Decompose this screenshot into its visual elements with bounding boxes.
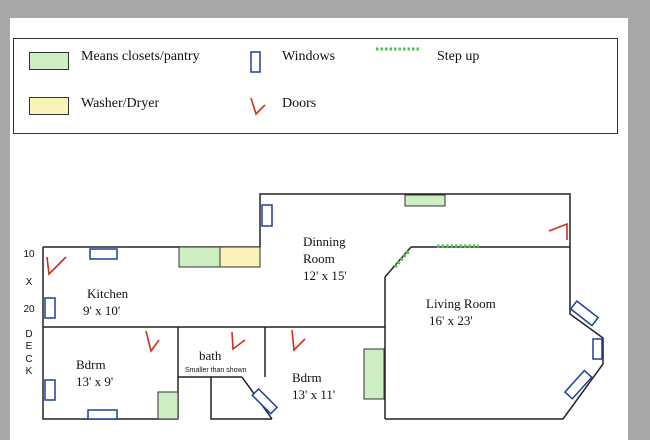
bdrm-left-size: 13' x 9' bbox=[76, 374, 114, 389]
legend-box: Means closets/pantry Windows Step up Was… bbox=[13, 38, 618, 134]
washer-dryer-legend-label: Washer/Dryer bbox=[81, 96, 160, 111]
window-bay-lower bbox=[563, 369, 593, 400]
dining-label-2: Room bbox=[303, 251, 335, 266]
closet-bdrm-mid bbox=[363, 348, 385, 400]
door-living bbox=[548, 222, 568, 240]
deck-size-b: 20 bbox=[23, 304, 35, 315]
washer-swatch bbox=[29, 97, 69, 115]
window-bdrm-left-bottom bbox=[87, 409, 118, 420]
deck-size-a: 10 bbox=[23, 249, 35, 260]
closet-swatch bbox=[29, 52, 69, 70]
window-bay-middle bbox=[592, 338, 603, 360]
step-up-legend-label: Step up bbox=[437, 49, 480, 64]
deck-letter-e: E bbox=[25, 341, 33, 352]
window-bdrm-mid bbox=[251, 387, 279, 415]
door-bdrm-mid bbox=[291, 329, 306, 352]
kitchen-size: 9' x 10' bbox=[83, 303, 121, 318]
step-up-markers bbox=[393, 244, 479, 268]
bdrm-mid-label: Bdrm bbox=[292, 370, 322, 385]
step-up-legend-icon bbox=[376, 47, 420, 51]
closet-dining-top bbox=[404, 194, 446, 207]
doors bbox=[46, 222, 568, 353]
living-room-size: 16' x 23' bbox=[429, 313, 473, 328]
frame-left bbox=[0, 0, 10, 440]
window-bdrm-left-side bbox=[44, 379, 56, 401]
bdrm-left-label: Bdrm bbox=[76, 357, 106, 372]
kitchen-label: Kitchen bbox=[87, 286, 129, 301]
dining-label-1: Dinning bbox=[303, 234, 346, 249]
frame-right bbox=[628, 0, 650, 440]
closet-bdrm-left bbox=[157, 391, 179, 420]
closet-kitchen bbox=[178, 246, 221, 268]
door-kitchen-entry bbox=[46, 256, 67, 276]
window-kitchen-top bbox=[89, 248, 118, 260]
closets-legend-label: Means closets/pantry bbox=[81, 49, 200, 64]
deck-letter-c: C bbox=[25, 354, 33, 365]
windows-legend-label: Windows bbox=[282, 49, 336, 64]
doors-legend-label: Doors bbox=[282, 96, 317, 111]
deck-size-x: X bbox=[25, 277, 33, 288]
window-kitchen-left bbox=[44, 297, 56, 319]
window-legend-icon bbox=[250, 51, 261, 73]
door-bath bbox=[231, 331, 246, 351]
window-bay-upper bbox=[569, 300, 600, 327]
windows bbox=[44, 204, 603, 420]
window-dining bbox=[261, 204, 273, 227]
bath-note: Smaller than shown bbox=[185, 367, 247, 374]
washer-dryer bbox=[219, 246, 261, 268]
deck-letter-d: D bbox=[25, 329, 33, 340]
dining-size: 12' x 15' bbox=[303, 268, 347, 283]
deck-letter-k: K bbox=[25, 366, 33, 377]
frame-top bbox=[0, 0, 650, 18]
bdrm-mid-size: 13' x 11' bbox=[292, 387, 336, 402]
living-room-label: Living Room bbox=[426, 296, 496, 311]
bath-label: bath bbox=[199, 348, 222, 363]
door-legend-icon bbox=[250, 97, 266, 116]
door-bdrm-left bbox=[145, 330, 160, 353]
closets bbox=[157, 194, 446, 420]
